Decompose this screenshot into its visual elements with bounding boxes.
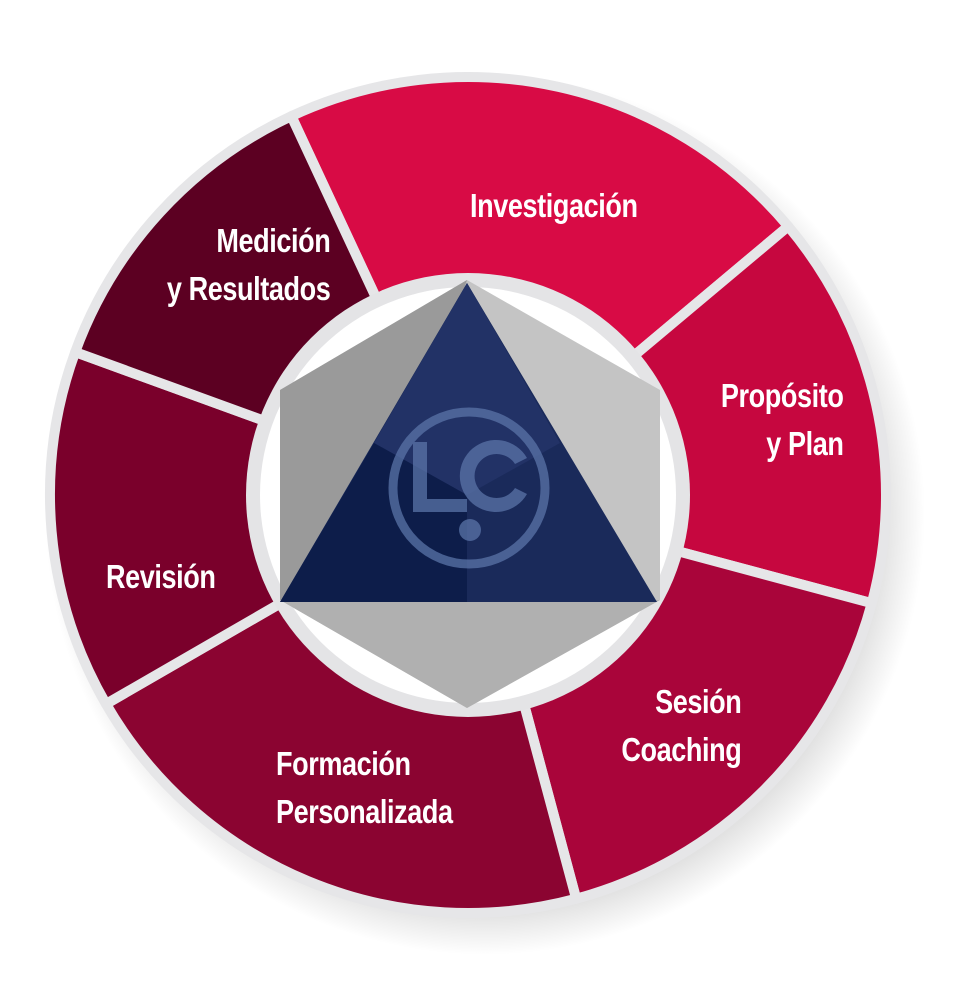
logo-dot bbox=[459, 519, 481, 541]
logo-letter-l bbox=[413, 442, 467, 512]
lc-logo bbox=[388, 407, 550, 569]
label-line: Investigación bbox=[470, 187, 638, 224]
step-label-medicion: Medición y Resultados bbox=[166, 217, 330, 313]
step-label-investigacion: Investigación bbox=[470, 182, 638, 230]
label-line: y Resultados bbox=[166, 270, 330, 307]
hexagon-shade-bottom bbox=[280, 600, 660, 708]
label-line: Sesión bbox=[654, 683, 742, 720]
label-line: Formación bbox=[276, 745, 411, 782]
step-label-revision: Revisión bbox=[106, 553, 216, 601]
logo-ring bbox=[388, 407, 550, 569]
label-line: Medición bbox=[216, 222, 330, 259]
label-line: Revisión bbox=[106, 558, 216, 595]
label-line: Coaching bbox=[620, 731, 741, 768]
label-line: y Plan bbox=[765, 425, 844, 462]
label-line: Propósito bbox=[720, 377, 843, 414]
label-line: Personalizada bbox=[276, 793, 453, 830]
step-label-proposito: Propósito y Plan bbox=[720, 372, 843, 468]
hexagon-shade-left bbox=[280, 280, 467, 600]
logo-letter-c bbox=[459, 439, 527, 512]
